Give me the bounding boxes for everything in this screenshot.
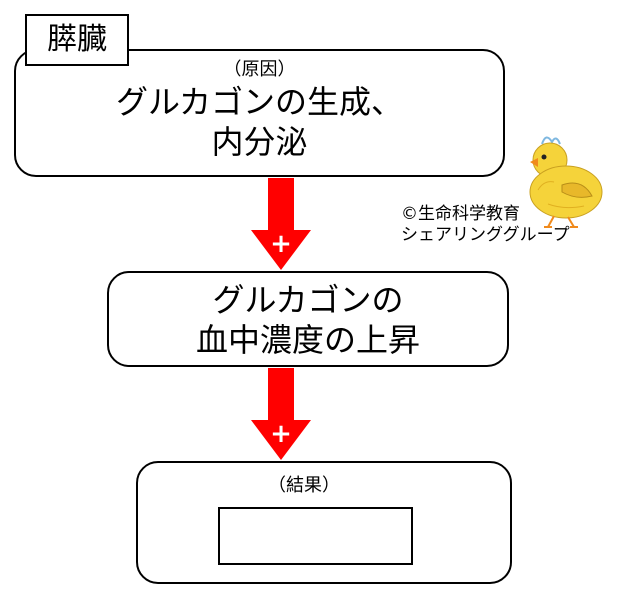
copyright-credit: ©生命科学教育 シェアリンググループ xyxy=(401,204,616,246)
answer-blank[interactable] xyxy=(218,507,413,565)
arrow-sign-plus-1: + xyxy=(270,229,292,259)
chick-illustration-icon xyxy=(504,130,612,230)
organ-label: 膵臓 xyxy=(25,14,129,66)
cause-label: （原因） xyxy=(223,59,296,80)
arrow-down-1: + xyxy=(251,178,311,270)
cause-box: （原因） グルカゴンの生成、 内分泌 xyxy=(14,49,505,177)
arrow-sign-plus-2: + xyxy=(270,419,292,449)
result-box: （結果） xyxy=(136,461,512,584)
level-line-1: グルカゴンの xyxy=(212,281,404,319)
cause-line-2: 内分泌 xyxy=(211,123,308,161)
blood-level-box: グルカゴンの 血中濃度の上昇 xyxy=(107,271,509,367)
credit-line-1: ©生命科学教育 xyxy=(401,204,520,224)
level-line-2: 血中濃度の上昇 xyxy=(195,321,420,359)
arrow-down-icon xyxy=(251,178,311,270)
result-label: （結果） xyxy=(268,475,340,496)
arrow-down-2: + xyxy=(251,368,311,460)
arrow-down-icon xyxy=(251,368,311,460)
cause-line-1: グルカゴンの生成、 xyxy=(115,83,404,121)
credit-line-2: シェアリンググループ xyxy=(401,225,570,245)
